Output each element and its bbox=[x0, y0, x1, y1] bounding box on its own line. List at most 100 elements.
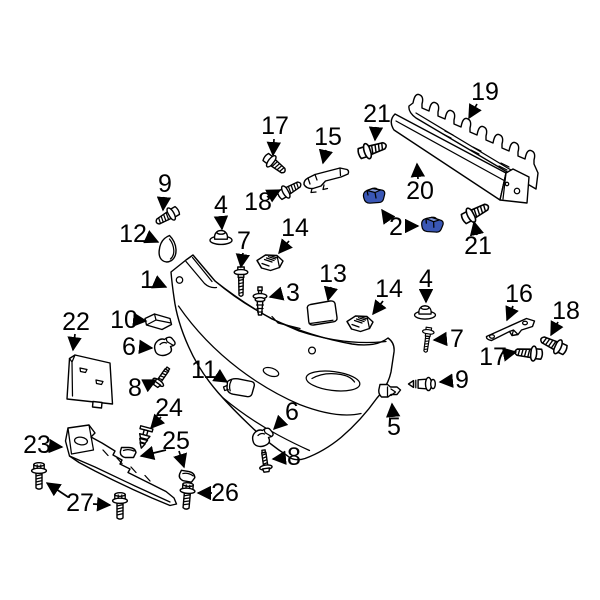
leader-arrow-11 bbox=[212, 368, 229, 383]
part-label-13[interactable]: 13 bbox=[319, 260, 347, 288]
part-8-screw8-icon[interactable] bbox=[149, 363, 175, 391]
part-label-19[interactable]: 19 bbox=[471, 78, 499, 106]
part-label-10[interactable]: 10 bbox=[110, 306, 138, 334]
part-label-15[interactable]: 15 bbox=[314, 123, 342, 151]
part-27-boltv-icon[interactable] bbox=[111, 492, 129, 520]
part-label-14b[interactable]: 14 bbox=[375, 275, 403, 303]
part-4-grommet-icon[interactable] bbox=[413, 305, 437, 320]
leader-arrow-18b bbox=[550, 320, 564, 337]
part-label-20[interactable]: 20 bbox=[406, 177, 434, 205]
leader-arrow-21a bbox=[368, 126, 384, 142]
part-label-23[interactable]: 23 bbox=[23, 431, 51, 459]
part-label-8a[interactable]: 8 bbox=[128, 374, 142, 402]
leader-arrow-16 bbox=[505, 305, 519, 322]
part-5-clip5-icon[interactable] bbox=[378, 383, 402, 398]
leader-arrow-7a bbox=[235, 252, 250, 269]
part-label-24[interactable]: 24 bbox=[155, 394, 183, 422]
leader-arrow-7b bbox=[432, 331, 448, 347]
leader-arrow-6b bbox=[272, 414, 289, 431]
leader-arrow-25b bbox=[173, 450, 188, 469]
leader-arrow-22 bbox=[67, 333, 82, 352]
part-21-screw-icon[interactable] bbox=[355, 136, 390, 163]
part-13-cover13-icon[interactable] bbox=[306, 300, 338, 326]
leader-arrow-6a bbox=[138, 339, 154, 355]
part-label-9a[interactable]: 9 bbox=[158, 170, 172, 198]
part-label-26[interactable]: 26 bbox=[211, 479, 239, 507]
part-7-screw7-icon[interactable] bbox=[419, 326, 436, 354]
leader-arrow-12 bbox=[143, 230, 160, 244]
part-25-clip25-icon[interactable] bbox=[119, 446, 137, 459]
leader-arrow-9a bbox=[156, 196, 172, 212]
part-9-socket9-icon[interactable] bbox=[407, 376, 436, 392]
part-label-3[interactable]: 3 bbox=[286, 279, 300, 307]
leader-arrow-24 bbox=[150, 413, 166, 430]
part-label-11[interactable]: 11 bbox=[191, 356, 217, 384]
part-4-grommet-icon[interactable] bbox=[209, 229, 233, 246]
leader-arrow-21b bbox=[469, 220, 484, 237]
part-22-plate-icon[interactable] bbox=[66, 354, 114, 409]
part-10-bracket10-icon[interactable] bbox=[144, 313, 173, 331]
part-label-21a[interactable]: 21 bbox=[363, 100, 391, 128]
part-label-1[interactable]: 1 bbox=[140, 266, 154, 294]
part-12-seal12-icon[interactable] bbox=[158, 234, 177, 263]
leader-arrow-27a bbox=[45, 482, 69, 498]
leader-arrow-18a bbox=[265, 189, 282, 203]
leader-arrow-3 bbox=[268, 286, 285, 301]
part-label-6b[interactable]: 6 bbox=[285, 398, 299, 426]
part-15-bracket15-icon[interactable] bbox=[303, 167, 350, 194]
part-25-clip25-icon[interactable] bbox=[177, 469, 197, 484]
part-label-14a[interactable]: 14 bbox=[281, 214, 309, 242]
part-17-screw-icon[interactable] bbox=[260, 150, 290, 178]
part-label-18b[interactable]: 18 bbox=[552, 297, 580, 325]
leader-arrow-13 bbox=[323, 285, 338, 302]
part-2-bracket2-icon[interactable] bbox=[420, 215, 445, 235]
part-label-18a[interactable]: 18 bbox=[244, 188, 272, 216]
leader-arrow-15 bbox=[318, 148, 333, 165]
part-label-8b[interactable]: 8 bbox=[287, 443, 301, 471]
leader-arrow-14b bbox=[372, 299, 387, 316]
leader-arrow-14a bbox=[278, 238, 293, 255]
part-9-screw-icon[interactable] bbox=[152, 203, 183, 230]
leader-arrow-23 bbox=[48, 438, 64, 454]
part-27-boltv-icon[interactable] bbox=[30, 462, 48, 490]
part-14-bracket14-icon[interactable] bbox=[346, 315, 374, 333]
part-6-clip6-icon[interactable] bbox=[153, 336, 176, 357]
part-2-bracket2-icon[interactable] bbox=[362, 187, 386, 204]
part-17-screw-icon[interactable] bbox=[513, 343, 544, 363]
leader-arrow-27b bbox=[92, 497, 112, 512]
part-label-12[interactable]: 12 bbox=[119, 220, 147, 248]
part-label-4b[interactable]: 4 bbox=[419, 265, 433, 293]
part-label-4a[interactable]: 4 bbox=[214, 191, 228, 219]
part-label-17a[interactable]: 17 bbox=[261, 112, 289, 140]
part-label-21b[interactable]: 21 bbox=[464, 232, 492, 260]
part-label-7a[interactable]: 7 bbox=[237, 227, 251, 255]
part-label-5[interactable]: 5 bbox=[387, 413, 401, 441]
part-label-22[interactable]: 22 bbox=[62, 308, 90, 336]
part-26-boltv-icon[interactable] bbox=[177, 481, 197, 511]
leader-arrow-17b bbox=[501, 347, 518, 362]
leader-arrow-17a bbox=[266, 138, 282, 157]
leader-arrow-4a bbox=[213, 215, 229, 231]
leader-arrow-25a bbox=[139, 445, 167, 460]
part-label-16[interactable]: 16 bbox=[505, 280, 533, 308]
part-label-7b[interactable]: 7 bbox=[450, 325, 464, 353]
part-label-9b[interactable]: 9 bbox=[455, 366, 469, 394]
leader-arrow-19 bbox=[468, 103, 482, 120]
part-7-screw7-icon[interactable] bbox=[233, 266, 249, 297]
leader-arrow-8a bbox=[141, 379, 158, 393]
leader-arrow-5 bbox=[385, 402, 401, 418]
part-label-25[interactable]: 25 bbox=[162, 427, 190, 455]
part-24-rivet24-icon[interactable] bbox=[134, 425, 154, 451]
leader-arrow-8b bbox=[271, 450, 287, 465]
part-label-6a[interactable]: 6 bbox=[122, 333, 136, 361]
part-label-27[interactable]: 27 bbox=[66, 489, 94, 517]
part-14-bracket14-icon[interactable] bbox=[256, 254, 284, 272]
part-label-2[interactable]: 2 bbox=[389, 213, 403, 241]
part-label-17b[interactable]: 17 bbox=[479, 343, 507, 371]
part-16-bracket16-icon[interactable] bbox=[485, 317, 536, 342]
part-8-screw8-icon[interactable] bbox=[256, 448, 274, 474]
part-21-screw-icon[interactable] bbox=[458, 198, 493, 228]
leader-arrow-1 bbox=[151, 275, 168, 289]
